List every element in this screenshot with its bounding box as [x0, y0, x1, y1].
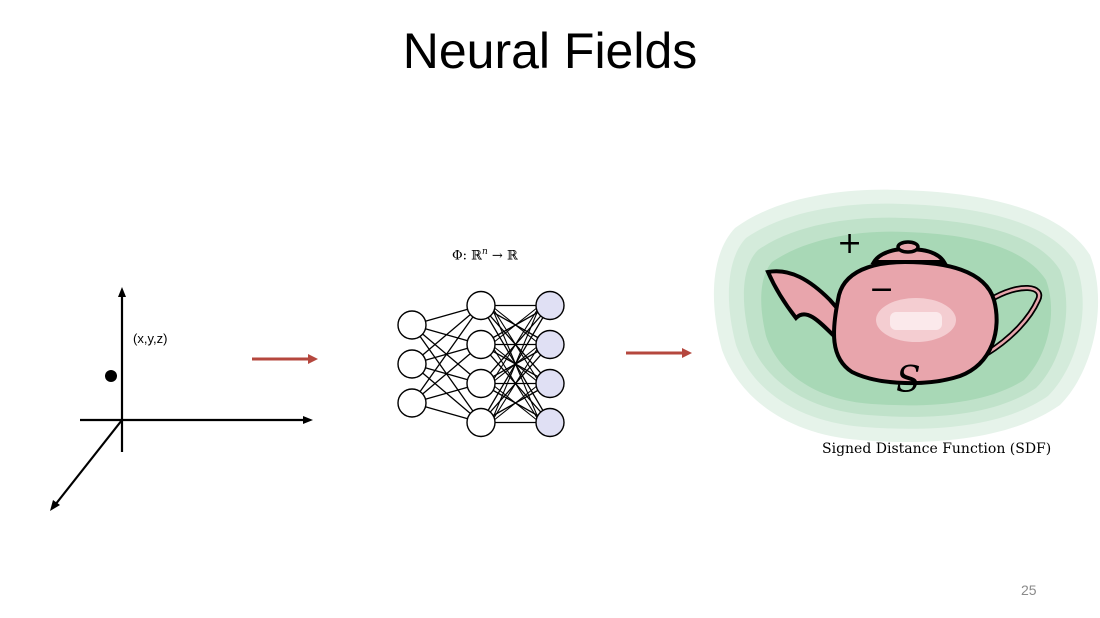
hidden-node [466, 407, 496, 438]
coordinate-axes [50, 287, 313, 511]
sdf-caption: Signed Distance Function (SDF) [822, 441, 1052, 457]
formula-suffix: → ℝ [487, 248, 518, 264]
network-edge [490, 383, 541, 423]
formula-exponent: n [481, 247, 488, 257]
surface-label: S [896, 360, 921, 401]
query-point [105, 370, 117, 382]
coordinate-label: (x,y,z) [133, 331, 168, 346]
network-formula: Φ: ℝn → ℝ [452, 247, 518, 263]
slide-title: Neural Fields [402, 23, 698, 79]
teapot-highlight-core [890, 312, 942, 330]
x-axis-arrowhead [303, 416, 313, 424]
arrow-input-to-network-head [308, 354, 318, 364]
network-edge [411, 305, 482, 404]
output-node [535, 329, 565, 360]
hidden-node [466, 329, 496, 360]
hidden-node [466, 290, 496, 321]
arrow-network-to-sdf-head [682, 348, 692, 358]
y-axis-arrowhead [118, 287, 126, 297]
network-edge [490, 305, 541, 423]
formula-prefix: Φ: ℝ [452, 248, 482, 264]
input-node [397, 388, 427, 418]
input-node [397, 349, 427, 379]
network-edges [411, 304, 551, 424]
flow-arrows [252, 348, 692, 364]
network-edge [490, 305, 541, 384]
output-node [535, 290, 565, 321]
hidden-node [466, 368, 496, 399]
network-nodes [397, 290, 565, 438]
network-edge [490, 305, 541, 345]
network-edge [411, 305, 482, 365]
z-axis [54, 419, 123, 506]
teapot-spout [765, 269, 847, 340]
sdf-illustration [713, 189, 1099, 443]
page-number: 25 [1021, 582, 1037, 598]
teapot-knob [896, 240, 920, 254]
network-edge [411, 344, 482, 404]
negative-sign: − [869, 272, 895, 307]
input-node [397, 310, 427, 340]
network-edge [490, 344, 541, 423]
output-node [535, 368, 565, 399]
teapot-handle-fill [985, 286, 1041, 356]
output-node [535, 407, 565, 438]
positive-sign: + [837, 226, 863, 261]
z-axis-arrowhead [50, 500, 60, 511]
